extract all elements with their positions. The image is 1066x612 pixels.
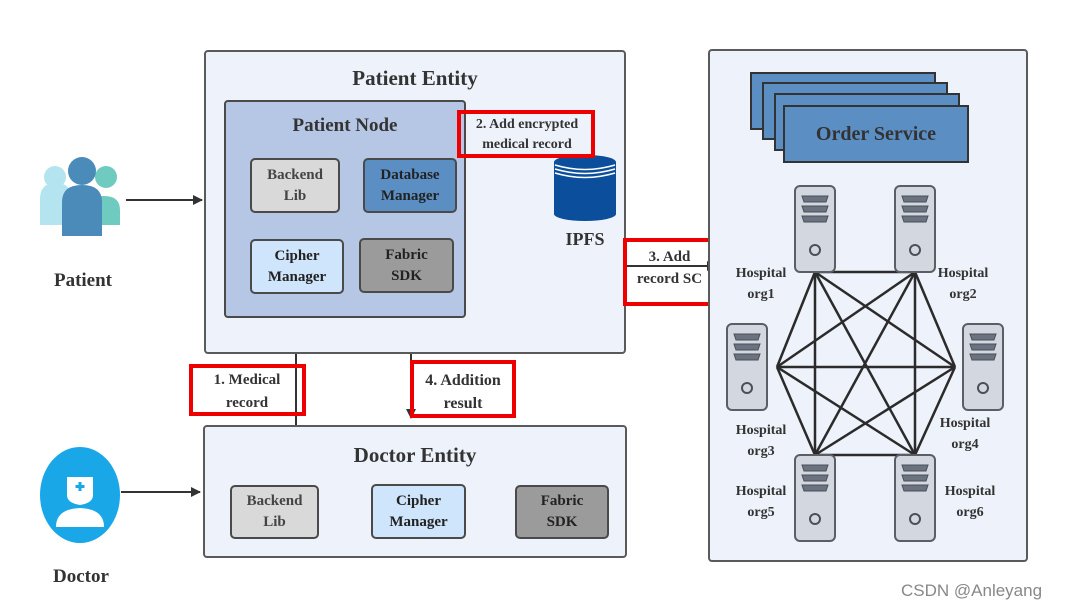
hospital-org2-label: Hospital org2 (937, 266, 989, 302)
mesh-link (813, 271, 917, 456)
patient-database-manager: Database Manager (363, 158, 457, 213)
hospital-org1-label: Hospital org1 (735, 266, 787, 302)
patient-label: Patient (53, 270, 113, 291)
doctor-fabric-sdk: Fabric SDK (515, 485, 609, 539)
mesh-link (775, 271, 817, 368)
hospital-org5-label: Hospital org5 (735, 484, 787, 520)
step2-highlight (457, 110, 595, 158)
patient-node-title: Patient Node (292, 115, 398, 136)
step4-label: 4. Addition result (425, 372, 501, 412)
doctor-icon (40, 447, 120, 543)
mesh-link (814, 270, 956, 369)
step4-highlight (410, 360, 516, 418)
hospital-org6-label: Hospital org6 (944, 484, 996, 520)
patient-cipher-manager: Cipher Manager (250, 239, 344, 294)
watermark: CSDN @Anleyang (901, 581, 1043, 600)
patient-entity-title: Patient Entity (352, 66, 478, 90)
order-service-stack: Order Service (748, 72, 970, 166)
step1-highlight (189, 364, 306, 416)
patient-actor (38, 150, 128, 236)
database-icon (554, 155, 616, 221)
patient-fabric-sdk: Fabric SDK (359, 238, 454, 293)
server-icon (962, 323, 1004, 411)
server-icon (726, 323, 768, 411)
server-icon (894, 185, 936, 273)
server-icon (794, 454, 836, 542)
order-service-box: Order Service (783, 105, 969, 163)
mesh-link (913, 366, 957, 456)
patient-backend-lib: Backend Lib (250, 158, 340, 213)
hospital-org3-label: Hospital org3 (735, 423, 787, 459)
doctor-cipher-manager: Cipher Manager (371, 484, 466, 539)
doctor-backend-lib: Backend Lib (230, 485, 319, 539)
ipfs-label: IPFS (565, 229, 605, 249)
ipfs-store (552, 152, 618, 222)
hospital-org4-label: Hospital org4 (939, 416, 991, 452)
server-icon (894, 454, 936, 542)
doctor-entity-title: Doctor Entity (353, 443, 477, 467)
mesh-link (913, 271, 957, 368)
order-service-label: Order Service (815, 122, 937, 145)
mesh-link (814, 365, 956, 457)
step1-label: 1. Medical record (213, 372, 281, 411)
mesh-link (776, 365, 916, 457)
step3-label: 3. Add record SC (636, 249, 703, 287)
server-icon (794, 185, 836, 273)
group-users-icon (40, 157, 120, 236)
mesh-link (775, 366, 817, 456)
doctor-actor (40, 447, 122, 543)
mesh-link (776, 270, 916, 369)
step2-label: 2. Add encrypted medical record (475, 117, 579, 152)
doctor-label: Doctor (53, 566, 109, 587)
